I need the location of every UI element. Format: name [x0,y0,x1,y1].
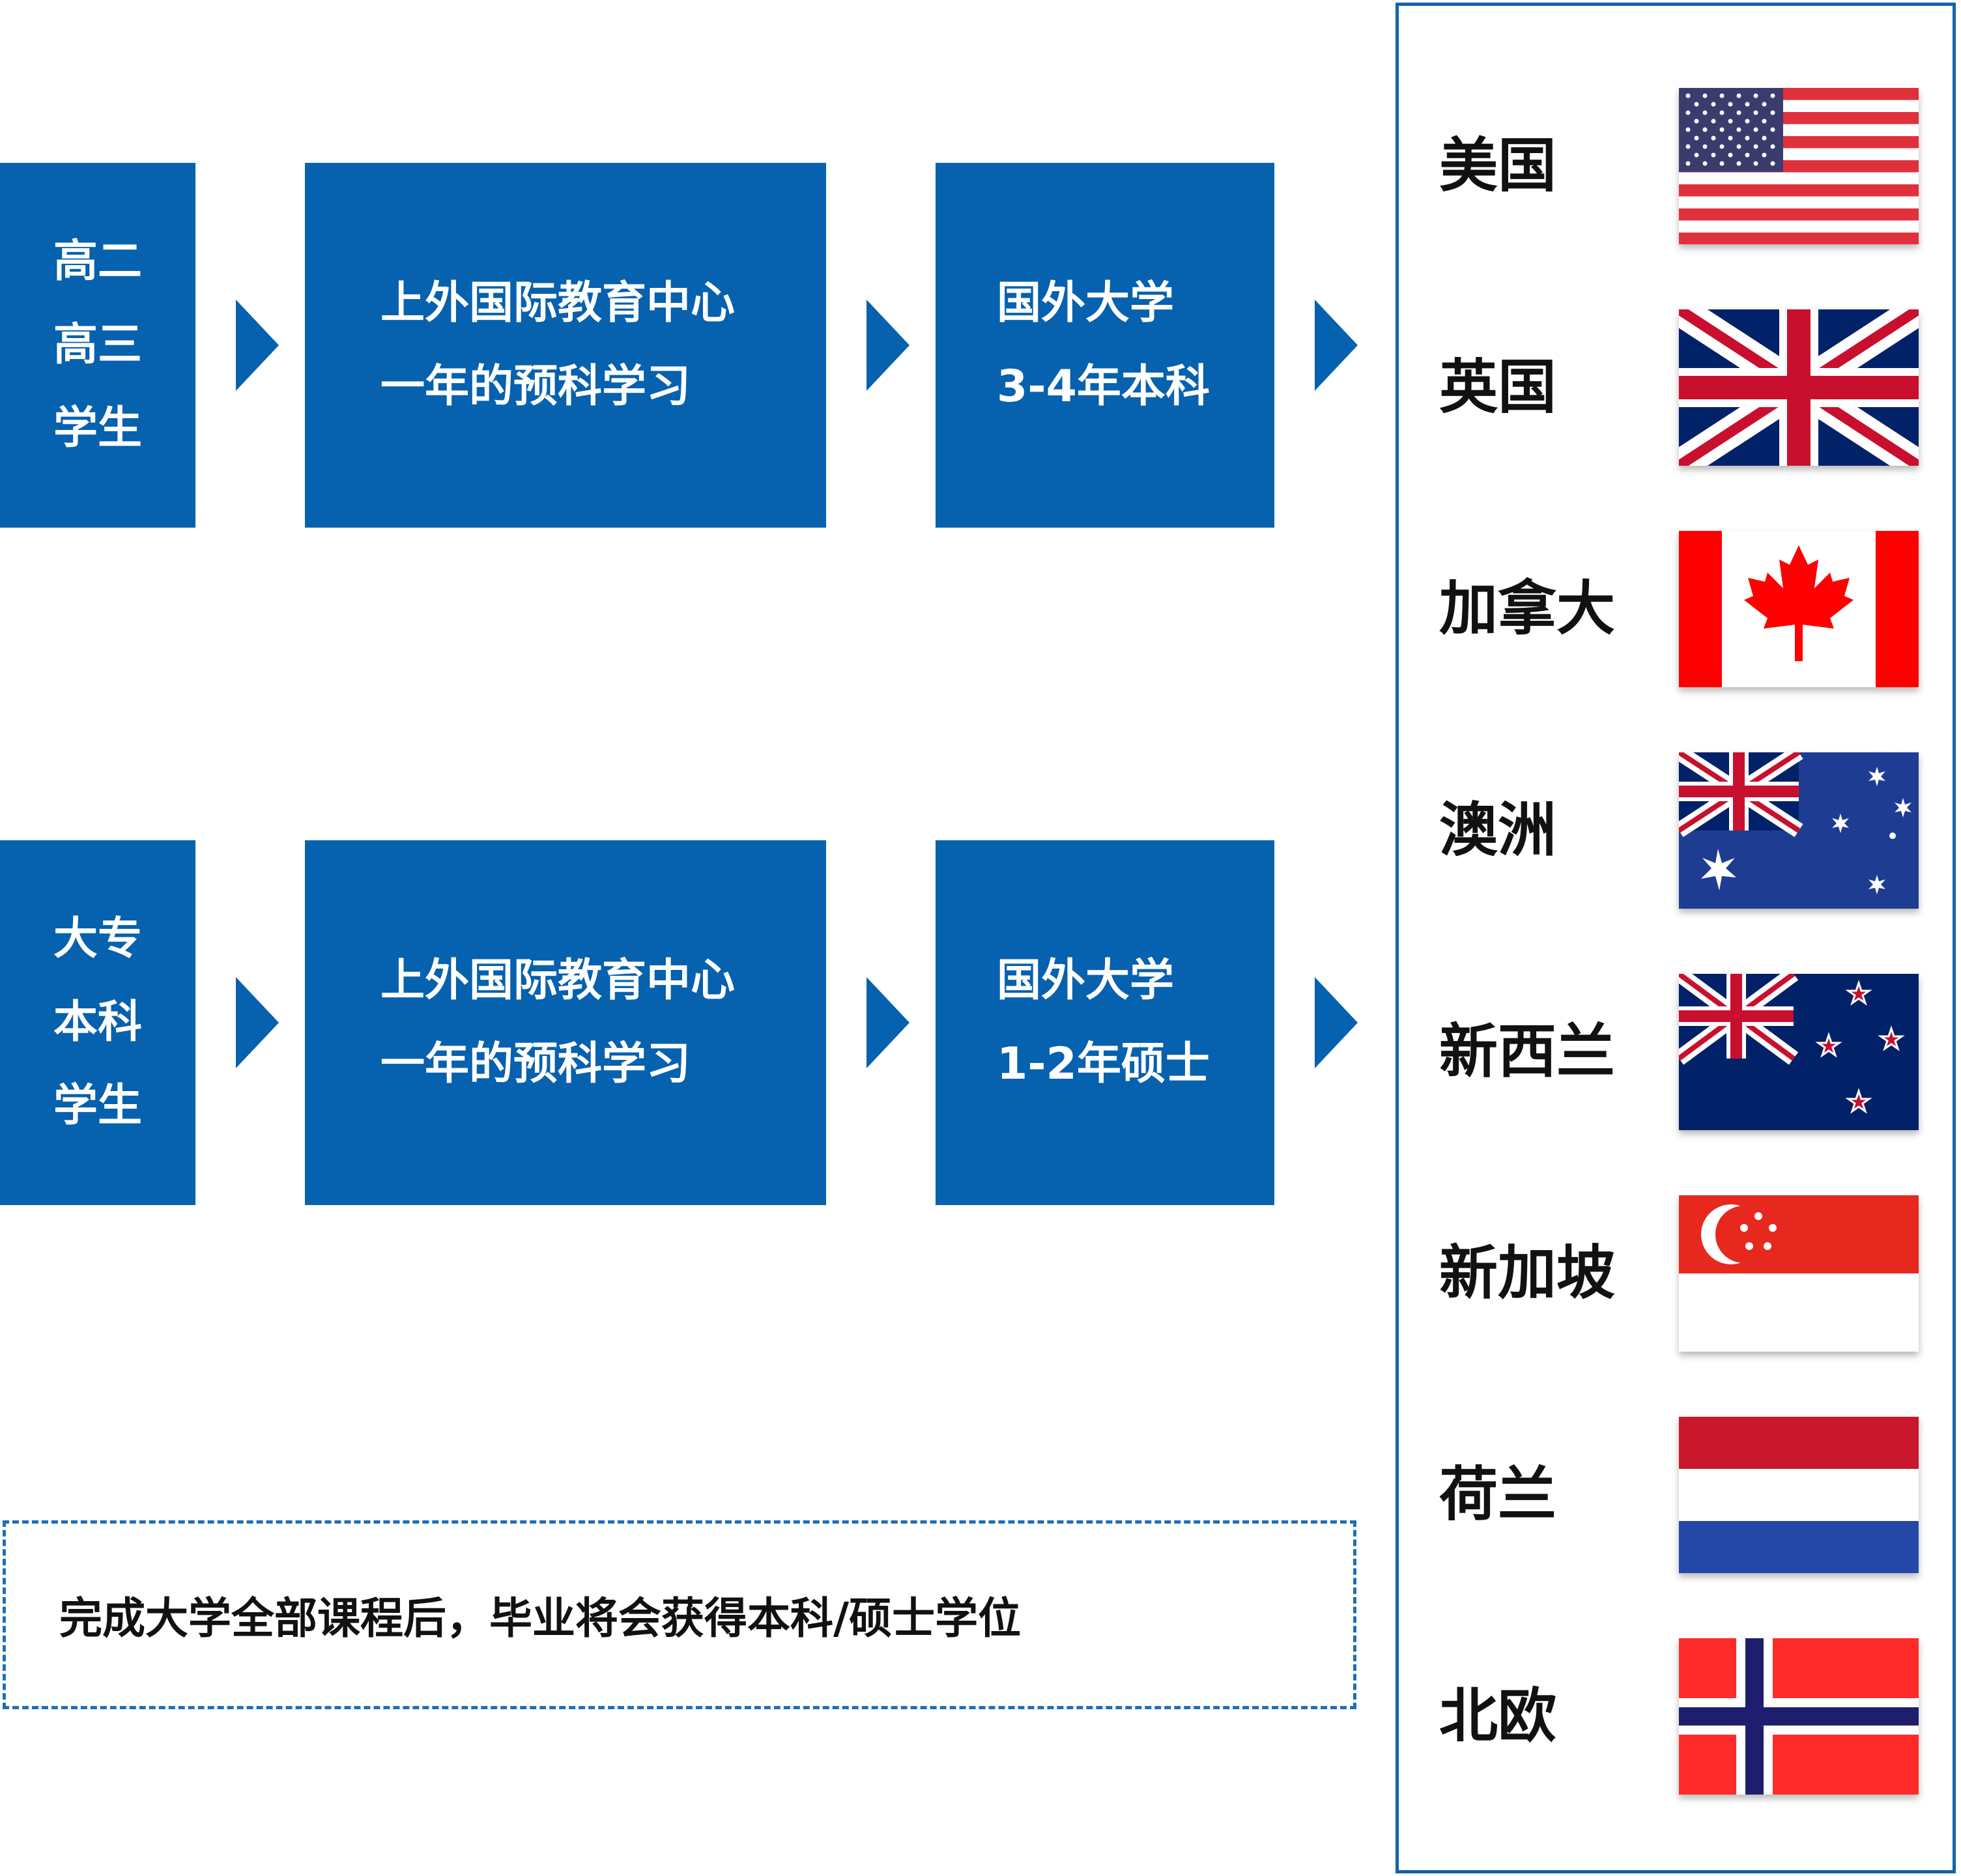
country-label-new-zealand: 新西兰 [1439,1017,1615,1086]
student-label-line-2: 本科 [53,997,142,1048]
country-label-usa: 美国 [1439,132,1556,200]
singapore-flag-icon [1679,1195,1919,1352]
canada-flag-icon [1679,531,1919,687]
university-bachelor-box: 国外大学 3-4年本科 [936,163,1274,528]
student-label-line-2: 高三 [53,319,142,371]
university-label-line-1: 国外大学 [997,955,1175,1006]
degree-note-box: 完成大学全部课程后，毕业将会获得本科/硕士学位 [3,1520,1356,1709]
student-box-high-school: 高二 高三 学生 [0,163,195,528]
chevron-right-icon [236,300,279,391]
country-label-netherlands: 荷兰 [1439,1460,1556,1529]
australia-flag-icon [1679,752,1919,909]
chevron-right-icon [1315,977,1358,1068]
chevron-right-icon [866,300,909,391]
uk-flag-icon [1679,309,1919,466]
program-label-line-1: 上外国际教育中心 [380,277,736,329]
chevron-right-icon [866,977,909,1068]
new-zealand-flag-icon [1679,974,1919,1130]
netherlands-flag-icon [1679,1417,1919,1573]
chevron-right-icon [236,977,279,1068]
program-label-line-1: 上外国际教育中心 [380,955,736,1006]
norway-flag-icon [1679,1638,1919,1795]
country-label-singapore: 新加坡 [1439,1239,1615,1307]
student-label-line-1: 高二 [53,236,142,287]
program-label-line-2: 一年的预科学习 [380,1038,691,1090]
us-flag-icon [1679,88,1919,244]
foundation-program-box: 上外国际教育中心 一年的预科学习 [305,840,826,1205]
country-label-australia: 澳洲 [1439,796,1556,864]
university-label-line-2: 3-4年本科 [997,361,1210,412]
student-label-line-3: 学生 [53,1080,142,1131]
country-label-canada: 加拿大 [1439,575,1615,643]
university-master-box: 国外大学 1-2年硕士 [936,840,1274,1205]
degree-note-text: 完成大学全部课程后，毕业将会获得本科/硕士学位 [59,1593,1022,1643]
student-label-line-3: 学生 [53,403,142,454]
country-label-uk: 英国 [1439,353,1556,421]
foundation-program-box: 上外国际教育中心 一年的预科学习 [305,163,826,528]
country-label-nordic: 北欧 [1439,1682,1556,1750]
student-box-college: 大专 本科 学生 [0,840,195,1205]
program-label-line-2: 一年的预科学习 [380,361,691,412]
chevron-right-icon [1315,300,1358,391]
country-panel: 美国 [1396,3,1956,1873]
student-label-line-1: 大专 [53,913,142,965]
university-label-line-1: 国外大学 [997,277,1175,329]
university-label-line-2: 1-2年硕士 [997,1038,1210,1090]
